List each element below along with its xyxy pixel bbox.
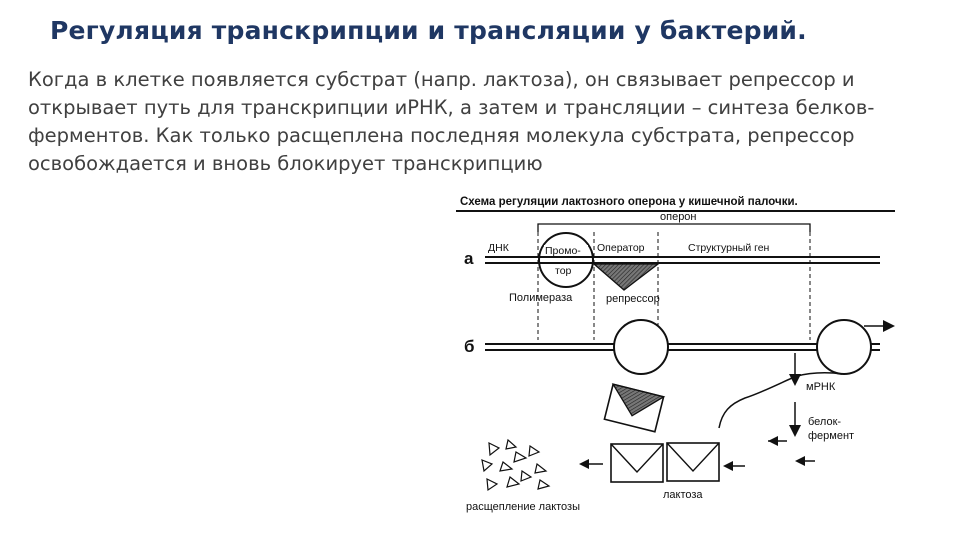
lactose-arrow-1-head [723,461,733,471]
lactose-split-label: расщепление лактозы [466,501,580,513]
dashed-guides [537,232,811,340]
promoter-label-1: Промо- [545,245,581,257]
enzyme-lactose-envelope-1 [610,443,664,483]
description-paragraph: Когда в клетке появляется субстрат (напр… [28,66,928,178]
promoter-label-2: тор [555,265,572,277]
repressor-triangle [592,263,660,291]
slide-title: Регуляция транскрипции и трансляции у ба… [50,16,807,45]
enzyme-lactose-envelope-2 [666,442,720,482]
row-label-a: а [464,249,474,268]
enzyme-label-1: белок- [808,416,841,428]
lactose-fragments [481,438,551,492]
operon-bracket [537,223,811,232]
repressor-lactose-complex [603,383,666,433]
paragraph-line: Когда в клетке появляется субстрат (напр… [28,68,855,91]
mrna-label: мРНК [806,381,836,393]
row-label-b: б [464,337,475,356]
split-arrow-head [579,459,589,469]
scheme-caption: Схема регуляции лактозного оперона у киш… [460,196,798,208]
structural-gene-label: Структурный ген [688,242,770,254]
polymerase-circle-b1 [613,319,669,375]
paragraph-line: освобождается и вновь блокирует транскри… [28,152,543,175]
paragraph-line: открывает путь для транскрипции иРНК, а … [28,96,875,119]
lactose-arrow-2-head [795,456,805,466]
operator-label: Оператор [597,242,645,254]
dna-label: ДНК [488,242,510,254]
polymerase-label: Полимераза [509,292,573,304]
enzyme-to-lactose-arrowhead [768,436,778,446]
operon-label: оперон [660,211,697,223]
polymerase-circle-a [538,232,594,288]
mrna-strand [718,372,843,429]
polymerase-circle-b2 [816,319,872,375]
repressor-label: репрессор [606,293,660,305]
paragraph-line: ферментов. Как только расщеплена последн… [28,124,855,147]
lactose-label: лактоза [663,489,703,501]
enzyme-label-2: фермент [808,430,854,442]
